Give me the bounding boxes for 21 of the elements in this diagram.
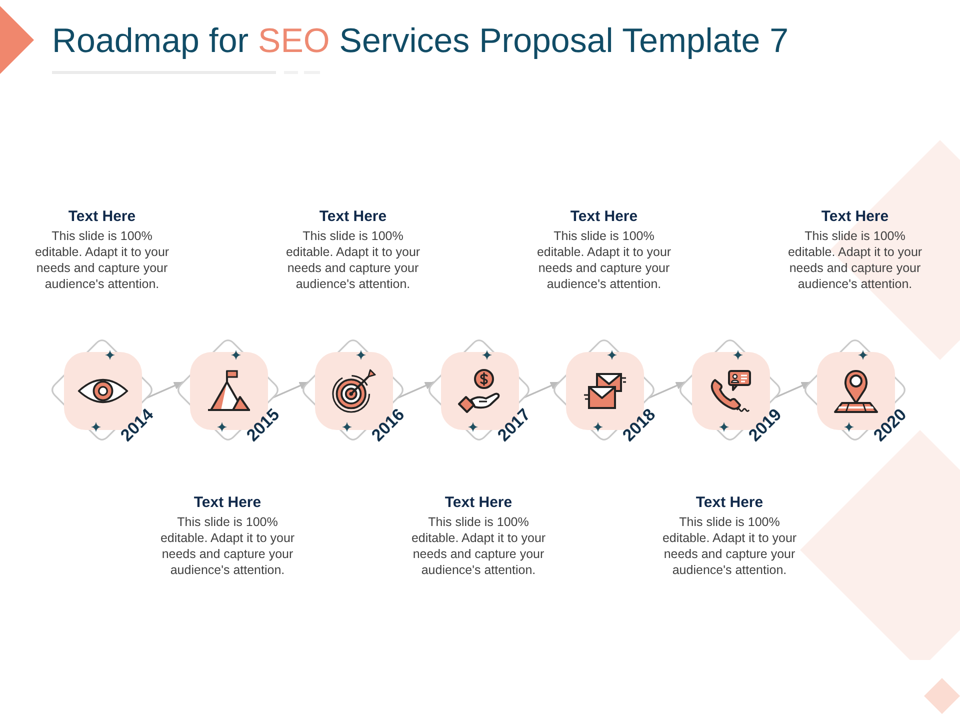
milestone-heading: Text Here xyxy=(194,494,262,512)
milestone-description: This slide is 100% editable. Adapt it to your needs and capture your audience's attention. xyxy=(159,514,296,578)
arrow xyxy=(146,381,184,399)
milestone-description: This slide is 100% editable. Adapt it to your needs and capture your audience's attention. xyxy=(536,228,672,292)
arrow xyxy=(774,381,811,399)
milestone-description: This slide is 100% editable. Adapt it to your needs and capture your audience's attention. xyxy=(284,228,422,292)
milestone-heading: Text Here xyxy=(319,208,387,226)
arrow xyxy=(522,381,560,399)
milestone-heading: Text Here xyxy=(570,208,638,226)
arrow xyxy=(272,381,309,399)
arrow xyxy=(648,381,686,399)
milestone-description: This slide is 100% editable. Adapt it to your needs and capture your audience's attention. xyxy=(34,228,170,292)
milestone-heading: Text Here xyxy=(821,208,889,226)
milestone-description: This slide is 100% editable. Adapt it to your needs and capture your audience's attention. xyxy=(410,514,547,578)
milestone-description: This slide is 100% editable. Adapt it to your needs and capture your audience's attention. xyxy=(786,228,924,292)
milestone-heading: Text Here xyxy=(444,494,512,512)
milestone-heading: Text Here xyxy=(696,494,764,512)
arrow xyxy=(397,381,434,399)
milestone-description: This slide is 100% editable. Adapt it to your needs and capture your audience's attention. xyxy=(661,514,798,578)
title: Roadmap for SEO Services Proposal Template 7 xyxy=(52,21,788,62)
milestone-heading: Text Here xyxy=(68,208,136,226)
